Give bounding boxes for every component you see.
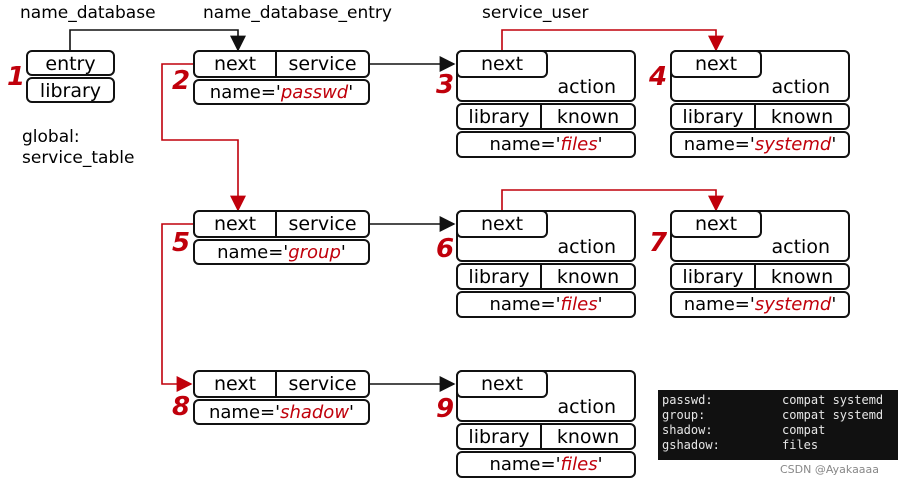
entry-node-group-top: next service: [193, 210, 370, 238]
service-known-field: known: [556, 106, 620, 128]
node-number-1: 1: [7, 62, 26, 92]
service-user-node-7-lib: library known: [670, 263, 850, 290]
service-user-node-9: next action: [456, 370, 636, 422]
label-global: global:: [22, 127, 80, 147]
watermark: CSDN @Ayakaaaa: [780, 463, 880, 476]
service-known-field: known: [770, 106, 834, 128]
arrow-entry-to-db-entry: [69, 29, 246, 52]
service-user-node-6-lib: library known: [456, 263, 636, 290]
service-next-field: next: [456, 370, 548, 398]
service-user-node-6-name: name='files': [456, 291, 636, 318]
service-library-field: library: [468, 426, 530, 448]
name-database-entry-field: entry: [26, 50, 115, 76]
service-known-field: known: [770, 266, 834, 288]
entry-next-field: next: [213, 53, 257, 75]
entry-node-shadow-name: name='shadow': [193, 399, 370, 425]
service-user-node-7: next action: [670, 210, 850, 262]
service-name-field: name='files': [489, 294, 603, 315]
entry-node-passwd-name: name='passwd': [193, 79, 370, 105]
entry-name-field: name='group': [217, 242, 346, 263]
terminal-row: passwd:compat systemd: [662, 393, 884, 407]
service-library-field: library: [468, 266, 530, 288]
arrow-next-3-4: [501, 29, 724, 52]
node-number-9: 9: [436, 394, 455, 424]
entry-next-field: next: [213, 213, 257, 235]
arrow-next-2-5: [161, 63, 246, 212]
service-action-field: action: [557, 236, 616, 258]
service-next-field: next: [456, 50, 548, 78]
entry-name-field: name='shadow': [208, 402, 354, 423]
terminal-nsswitch-snippet: passwd:compat systemd group:compat syste…: [658, 390, 898, 460]
entry-next-field: next: [213, 373, 257, 395]
service-user-node-4-lib: library known: [670, 103, 850, 130]
service-user-node-9-lib: library known: [456, 423, 636, 450]
service-next-field: next: [456, 210, 548, 238]
node-number-7: 7: [649, 228, 668, 258]
terminal-row: gshadow:files: [662, 438, 819, 452]
label-name-database-entry: name_database_entry: [203, 3, 392, 23]
service-user-node-3-lib: library known: [456, 103, 636, 130]
service-user-node-4-name: name='systemd': [670, 131, 850, 158]
terminal-row: shadow:compat: [662, 423, 826, 437]
name-database-library-field: library: [26, 77, 115, 103]
service-action-field: action: [771, 236, 830, 258]
entry-label: entry: [45, 53, 96, 75]
node-number-2: 2: [172, 66, 191, 96]
node-number-8: 8: [172, 392, 191, 422]
arrow-next-5-8: [161, 223, 195, 392]
service-next-field: next: [670, 210, 762, 238]
node-number-6: 6: [436, 234, 455, 264]
node-number-3: 3: [436, 70, 455, 100]
service-next-field: next: [670, 50, 762, 78]
label-service-user: service_user: [482, 3, 589, 23]
service-user-node-4: next action: [670, 50, 850, 102]
service-action-field: action: [771, 76, 830, 98]
node-number-5: 5: [172, 228, 191, 258]
entry-node-group-name: name='group': [193, 239, 370, 265]
arrow-next-6-7: [501, 189, 724, 212]
service-action-field: action: [557, 76, 616, 98]
terminal-row: group:compat systemd: [662, 408, 884, 422]
service-user-node-3: next action: [456, 50, 636, 102]
entry-service-field: service: [288, 373, 357, 395]
service-name-field: name='systemd': [683, 134, 837, 155]
service-name-field: name='systemd': [683, 294, 837, 315]
service-known-field: known: [556, 426, 620, 448]
service-user-node-7-name: name='systemd': [670, 291, 850, 318]
entry-name-field: name='passwd': [209, 82, 354, 103]
service-library-field: library: [468, 106, 530, 128]
service-library-field: library: [682, 266, 744, 288]
service-name-field: name='files': [489, 454, 603, 475]
entry-service-field: service: [288, 53, 357, 75]
label-name-database: name_database: [20, 3, 156, 23]
entry-node-shadow-top: next service: [193, 370, 370, 398]
library-label: library: [39, 80, 102, 102]
label-service-table: service_table: [22, 148, 135, 168]
service-library-field: library: [682, 106, 744, 128]
service-user-node-6: next action: [456, 210, 636, 262]
entry-node-passwd-top: next service: [193, 50, 370, 78]
service-user-node-9-name: name='files': [456, 451, 636, 478]
service-name-field: name='files': [489, 134, 603, 155]
service-known-field: known: [556, 266, 620, 288]
node-number-4: 4: [649, 62, 668, 92]
service-action-field: action: [557, 396, 616, 418]
entry-service-field: service: [288, 213, 357, 235]
service-user-node-3-name: name='files': [456, 131, 636, 158]
